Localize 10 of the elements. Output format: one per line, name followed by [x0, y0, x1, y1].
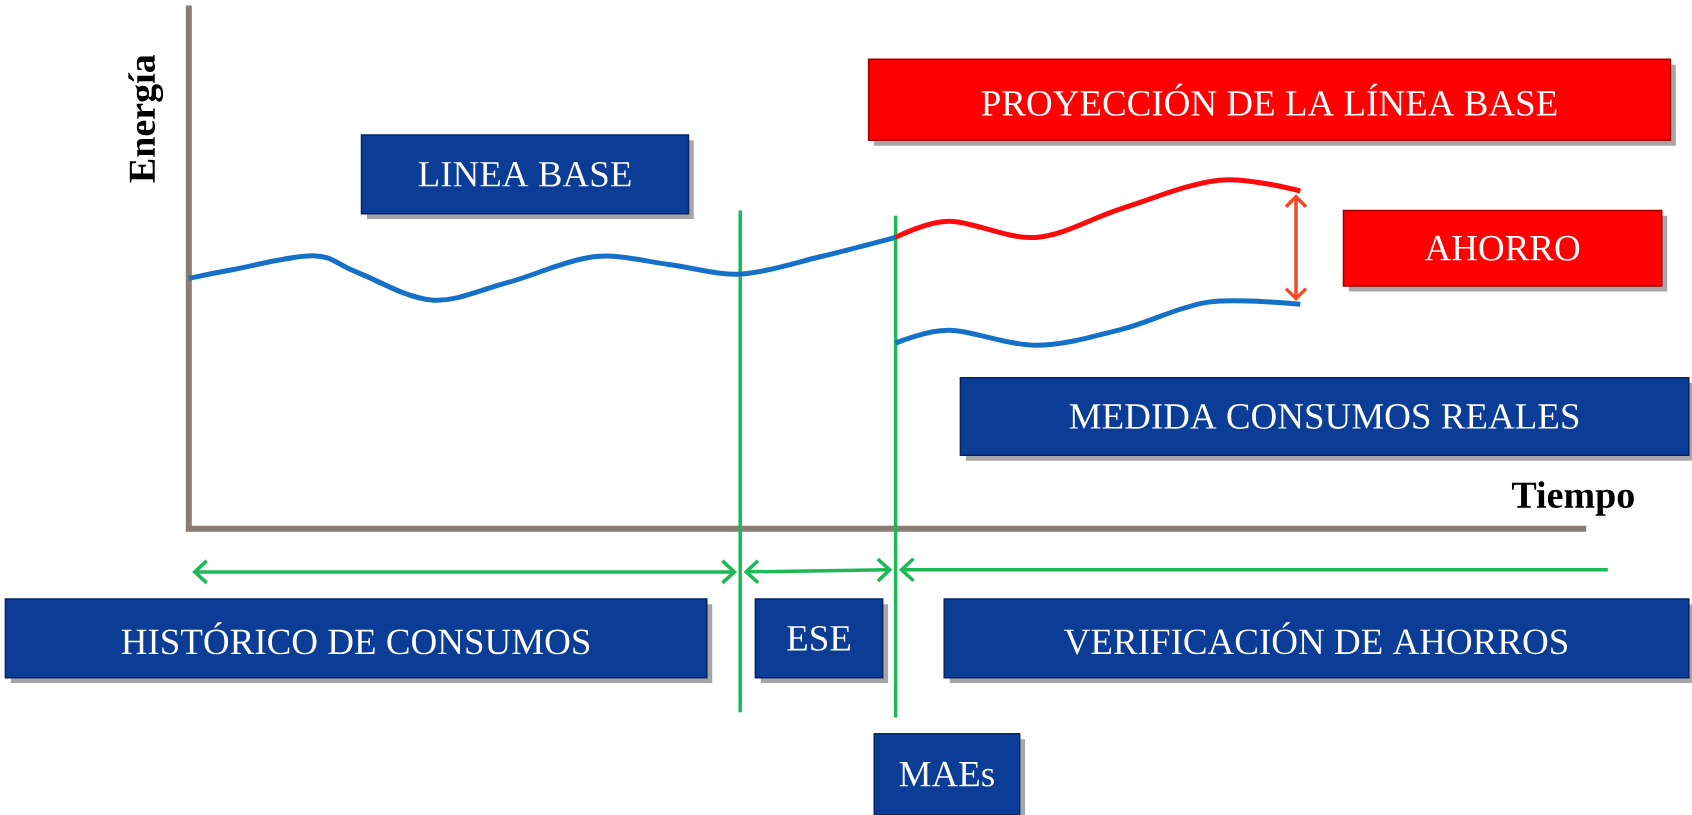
label-box: ESE [754, 598, 884, 679]
axis-label: Energía [128, 54, 164, 183]
label-box: HISTÓRICO DE CONSUMOS [4, 598, 708, 679]
label-box: AHORRO [1342, 209, 1663, 287]
label-box: VERIFICACIÓN DE AHORROS [943, 598, 1690, 679]
label-box: LINEA BASE [360, 134, 690, 215]
label-box: PROYECCIÓN DE LA LÍNEA BASE [867, 58, 1672, 141]
label-box: MAEs [873, 733, 1021, 815]
axis-label: Tiempo [1511, 481, 1634, 516]
label-box: MEDIDA CONSUMOS REALES [959, 376, 1690, 457]
